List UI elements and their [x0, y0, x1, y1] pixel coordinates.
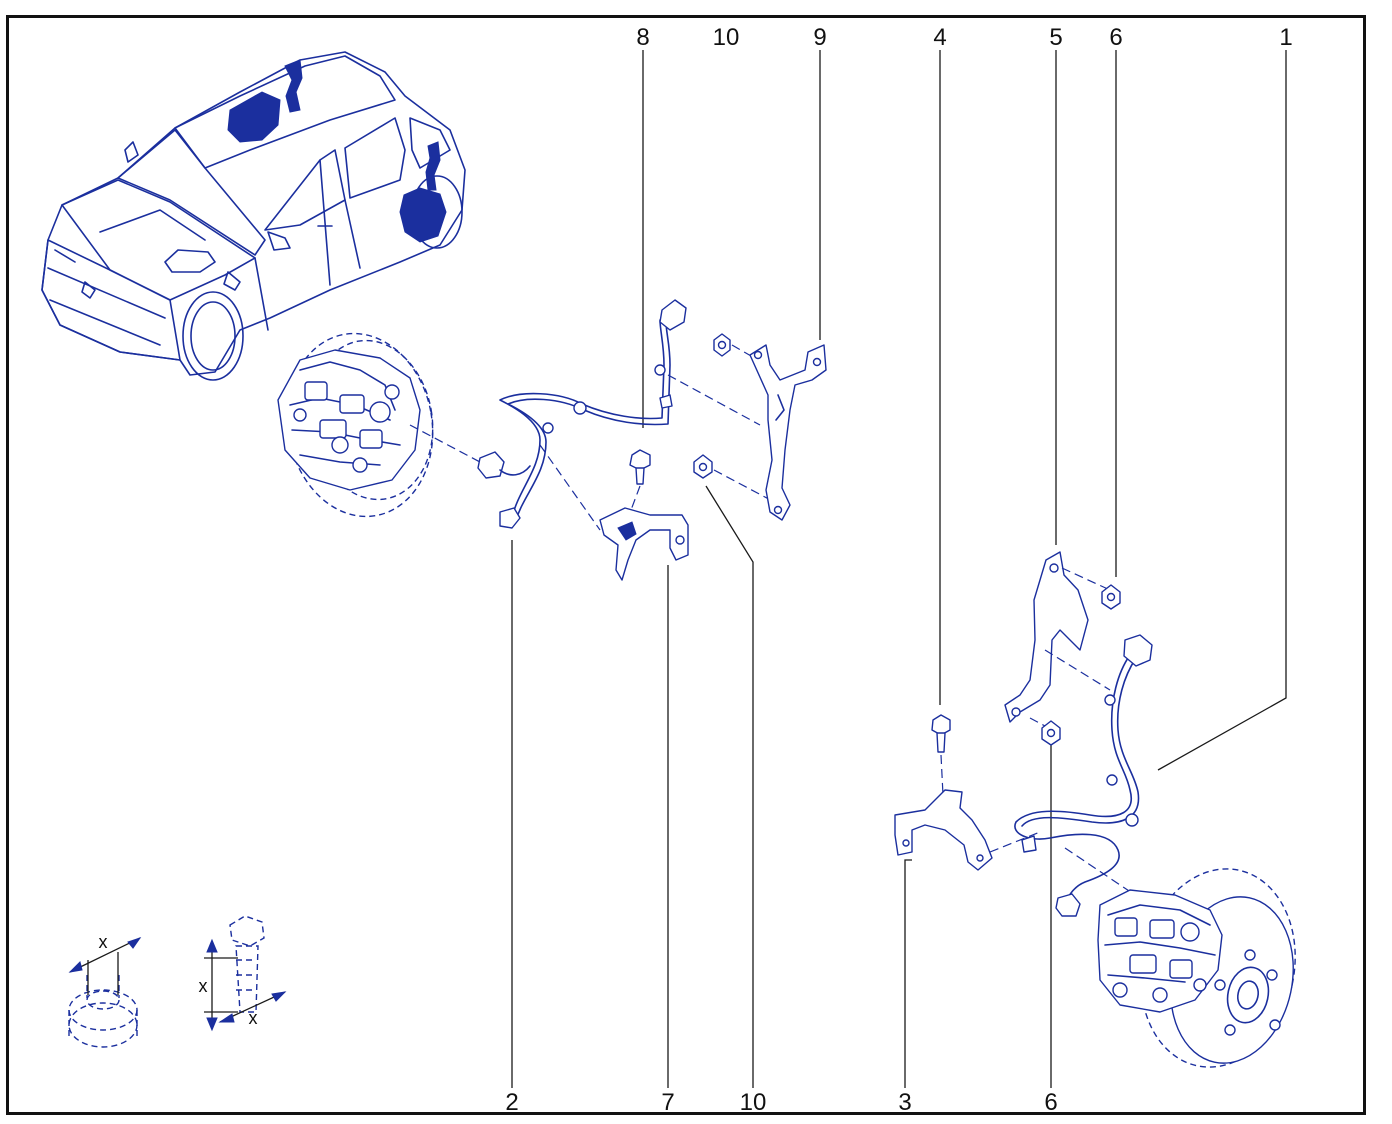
bolt-diameter-x: x	[249, 1008, 258, 1028]
nut-part-6-lower	[1029, 717, 1061, 746]
label-part-3: 3	[898, 1089, 911, 1116]
label-part-9: 9	[813, 24, 826, 51]
callout-labels-top: 8 10 9 4 5 6 1	[636, 24, 1292, 51]
label-part-8: 8	[636, 24, 649, 51]
label-part-7: 7	[661, 1089, 674, 1116]
nut-icon: x	[68, 932, 142, 1048]
bolt-part-4	[931, 714, 951, 796]
callout-labels-bottom: 2 7 10 3 6	[505, 1089, 1057, 1116]
nut-dimension-x: x	[99, 932, 108, 952]
nut-part-10-upper	[713, 333, 759, 361]
label-part-10: 10	[713, 24, 740, 51]
bolt-part-8	[627, 449, 651, 519]
vehicle-icon	[41, 51, 466, 381]
label-part-6: 6	[1109, 24, 1122, 51]
label-part-1: 1	[1279, 24, 1292, 51]
label-part-2: 2	[505, 1089, 518, 1116]
front-brake-assembly-icon	[277, 332, 481, 518]
callout-lines	[511, 50, 1287, 1088]
bolt-icon: x x	[199, 915, 287, 1032]
bolt-length-x: x	[199, 976, 208, 996]
nut-part-6-upper	[1101, 584, 1121, 610]
label-part-10-bottom: 10	[740, 1089, 767, 1116]
label-part-5: 5	[1049, 24, 1062, 51]
bracket-part-9	[749, 344, 827, 521]
rear-brake-disc-icon	[1097, 868, 1296, 1068]
bracket-part-3	[894, 789, 1041, 871]
bracket-part-7	[599, 507, 689, 581]
label-part-6-bottom: 6	[1044, 1089, 1057, 1116]
front-wheel-speed-sensor-harness	[477, 299, 761, 531]
label-part-4: 4	[933, 24, 946, 51]
bracket-part-5	[1004, 551, 1111, 723]
rear-wheel-speed-sensor-harness	[1014, 634, 1153, 917]
